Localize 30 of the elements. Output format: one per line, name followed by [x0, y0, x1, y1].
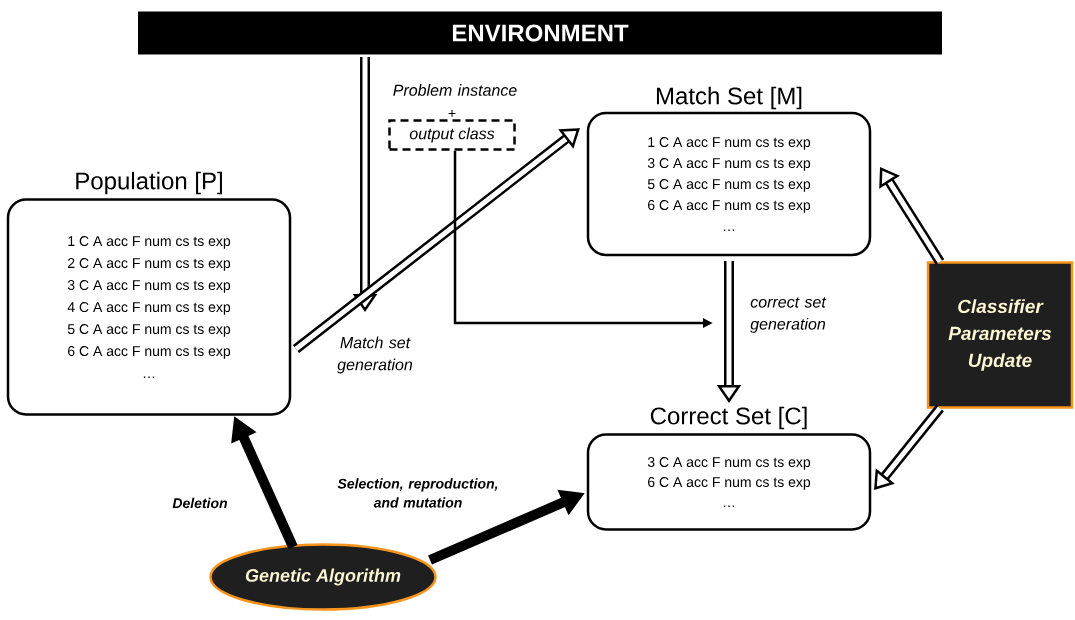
hollow-arrow [874, 404, 944, 490]
environment-bar: ENVIRONMENT [138, 11, 942, 55]
dashed-box: output class [388, 119, 516, 151]
node-label: 6 C A acc F num cs ts exp [648, 200, 811, 213]
node-label: 5 C A acc F num cs ts exp [647, 179, 811, 192]
box-heading: Match Set [M] [656, 86, 802, 110]
node-label: 4 C A acc F num cs ts exp [67, 302, 231, 315]
hollow-arrow [879, 167, 945, 265]
box-heading: Correct Set [C] [650, 406, 807, 430]
box-heading: Population [P] [76, 171, 222, 195]
plus-sign: + [448, 109, 456, 117]
node-label: 2 C A acc F num cs ts exp [68, 258, 231, 271]
node-label: 3 C A acc F num cs ts exp [67, 280, 231, 293]
classifier-list-box: 1 C A acc F num cs ts exp 2 C A acc F num cs ts exp 3 C A acc F num cs ts exp 4 C A acc F num cs ts exp 5 C A acc F num cs ts exp 6 C A acc F num cs ts exp … [6, 198, 292, 416]
node-label: … [143, 376, 155, 378]
edge-label: Selection, reproduction, and mutation [337, 478, 498, 508]
node-label: 5 C A acc F num cs ts exp [67, 324, 231, 337]
edge-label: Match set generation [337, 336, 413, 374]
classifier-list-box: 3 C A acc F num cs ts exp 6 C A acc F num cs ts exp … [586, 433, 872, 531]
node-label: 6 C A acc F num cs ts exp [68, 346, 231, 359]
node-label: … [723, 229, 735, 231]
classifier-list-box: 1 C A acc F num cs ts exp 3 C A acc F num cs ts exp 5 C A acc F num cs ts exp 6 C A acc F num cs ts exp … [586, 111, 872, 257]
edge-label: Problem instance [393, 84, 517, 96]
node-label: 1 C A acc F num cs ts exp [68, 236, 231, 249]
hollow-arrow [292, 128, 580, 353]
node-label: 1 C A acc F num cs ts exp [648, 137, 811, 150]
node-label: 3 C A acc F num cs ts exp [647, 158, 811, 171]
edge-label: Deletion [172, 497, 228, 509]
update-box: Classifier Parameters Update [926, 261, 1074, 409]
edge-label: correct set generation [750, 297, 827, 333]
